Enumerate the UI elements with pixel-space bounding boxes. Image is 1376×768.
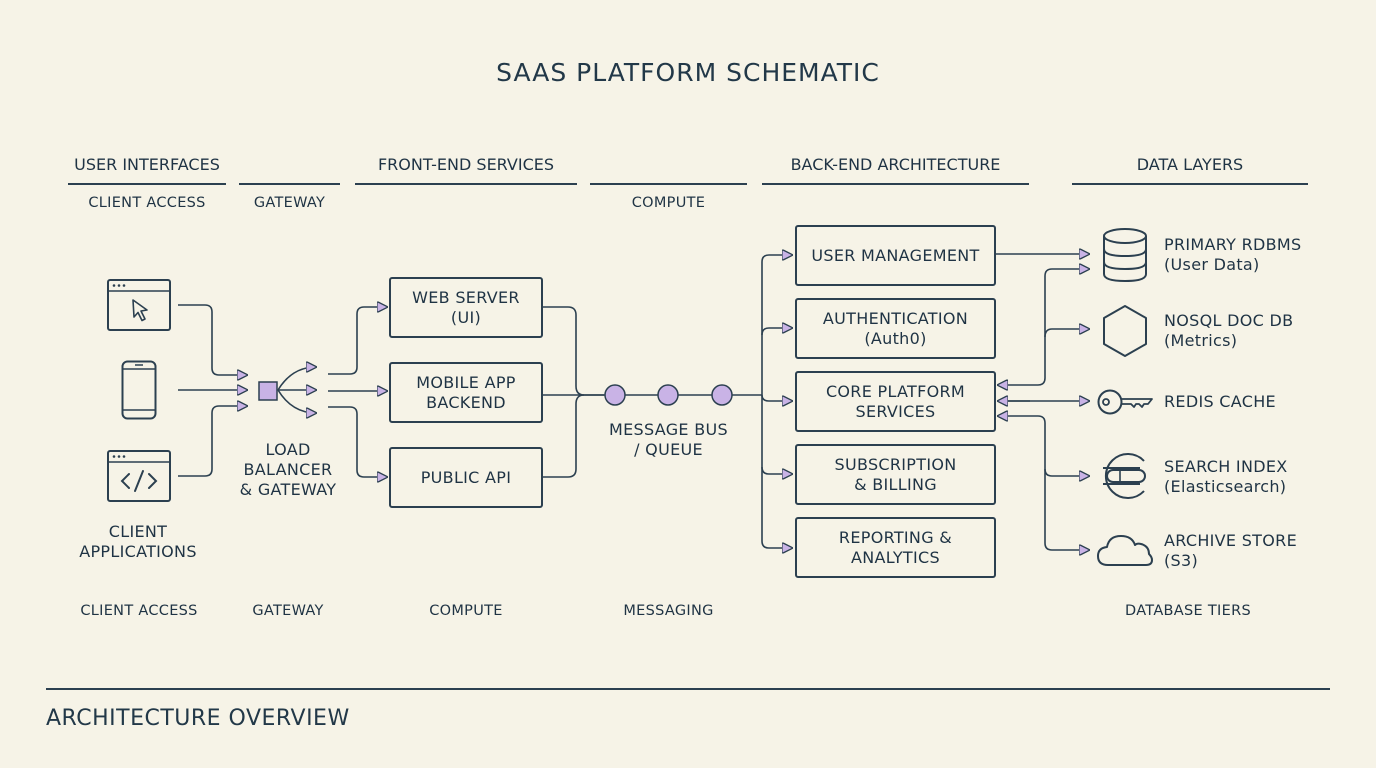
bus-node-3	[711, 384, 733, 406]
user-management-title: USER MANAGEMENT	[811, 245, 980, 265]
nosql-title: NOSQL DOC DB	[1164, 311, 1294, 330]
header-rule	[762, 183, 1029, 185]
subheader-client-access: CLIENT ACCESS	[88, 195, 206, 211]
redis-cache-label: REDIS CACHE	[1164, 392, 1276, 411]
load-balancer-node	[258, 381, 278, 401]
subscription-subtitle: & BILLING	[854, 474, 937, 494]
reporting-subtitle: ANALYTICS	[851, 547, 940, 567]
connector-lb-web	[328, 307, 387, 375]
core-subtitle: SERVICES	[855, 401, 936, 421]
header-rule	[1072, 183, 1308, 185]
message-bus-label: MESSAGE BUS / QUEUE	[596, 420, 741, 460]
reporting-analytics-box[interactable]: REPORTING &ANALYTICS	[795, 517, 996, 578]
lb-label-line1: LOAD	[265, 440, 311, 459]
load-balancer-label: LOAD BALANCER & GATEWAY	[232, 440, 344, 500]
public-api-title: PUBLIC API	[420, 467, 512, 487]
connector-core-rdbms-back	[998, 377, 1046, 385]
bottom-label-messaging: MESSAGING	[623, 603, 714, 619]
code-window-icon	[107, 450, 171, 502]
connector-bus-auth	[761, 328, 792, 336]
search-subtitle: (Elasticsearch)	[1164, 477, 1287, 496]
subscription-title: SUBSCRIPTION	[834, 454, 957, 474]
connector-core-search	[1044, 423, 1089, 476]
connector-lb-fan-bot	[277, 389, 316, 413]
archive-subtitle: (S3)	[1164, 551, 1199, 570]
connector-core-rdbms	[1044, 269, 1089, 378]
header-rule	[68, 183, 226, 185]
browser-window-icon	[107, 279, 171, 331]
connector-bus-sub	[761, 395, 792, 474]
connector-browser-lb	[178, 304, 247, 375]
authentication-box[interactable]: AUTHENTICATION(Auth0)	[795, 298, 996, 359]
header-rule	[590, 183, 747, 185]
bottom-label-database-tiers: DATABASE TIERS	[1125, 603, 1251, 619]
connector-core-lower-back	[998, 416, 1046, 424]
subscription-billing-box[interactable]: SUBSCRIPTION& BILLING	[795, 444, 996, 505]
web-server-box[interactable]: WEB SERVER(UI)	[389, 277, 543, 338]
header-data-layers: DATA LAYERS	[1136, 155, 1244, 174]
connector-lb-api	[328, 406, 387, 477]
subheader-compute: COMPUTE	[631, 195, 706, 211]
client-applications-label: CLIENT APPLICATIONS	[60, 522, 216, 562]
header-user-interfaces: USER INTERFACES	[74, 155, 220, 174]
connector-bus-rep	[761, 467, 792, 548]
bottom-label-gateway: GATEWAY	[252, 603, 324, 619]
core-title: CORE PLATFORM	[825, 381, 966, 401]
user-management-box[interactable]: USER MANAGEMENT	[795, 225, 996, 286]
connector-bus-core	[761, 394, 792, 401]
lb-label-line3: & GATEWAY	[239, 480, 337, 499]
database-cylinder-icon	[1103, 228, 1147, 283]
web-server-title: WEB SERVER	[412, 287, 520, 307]
auth-title: AUTHENTICATION	[822, 308, 969, 328]
client-label-line2: APPLICATIONS	[79, 542, 197, 561]
mobile-app-subtitle: BACKEND	[426, 392, 506, 412]
rdbms-title: PRIMARY RDBMS	[1164, 235, 1302, 254]
rdbms-subtitle: (User Data)	[1164, 255, 1260, 274]
connector-lb-fan-top	[277, 367, 316, 391]
message-bus-line1: MESSAGE BUS	[609, 420, 728, 439]
bus-node-2	[657, 384, 679, 406]
connector-bus-usermgmt	[761, 255, 792, 395]
header-back-end: BACK-END ARCHITECTURE	[790, 155, 1001, 174]
connector-core-archive	[1044, 469, 1089, 550]
archive-store-label: ARCHIVE STORE (S3)	[1164, 531, 1297, 571]
connector-api-bus	[543, 394, 585, 478]
bottom-label-client-access: CLIENT ACCESS	[80, 603, 198, 619]
archive-title: ARCHIVE STORE	[1164, 531, 1297, 550]
header-front-end: FRONT-END SERVICES	[377, 155, 555, 174]
client-label-line1: CLIENT	[108, 522, 168, 541]
search-index-icon	[1103, 453, 1146, 499]
subheader-gateway: GATEWAY	[253, 195, 326, 211]
diagram-title: SAAS PLATFORM SCHEMATIC	[496, 58, 880, 87]
nosql-subtitle: (Metrics)	[1164, 331, 1238, 350]
mobile-app-title: MOBILE APP	[416, 372, 516, 392]
search-index-label: SEARCH INDEX (Elasticsearch)	[1164, 457, 1288, 497]
header-rule	[355, 183, 577, 185]
search-title: SEARCH INDEX	[1164, 457, 1288, 476]
public-api-box[interactable]: PUBLIC API	[389, 447, 543, 508]
reporting-title: REPORTING &	[838, 527, 953, 547]
web-server-subtitle: (UI)	[450, 307, 482, 327]
key-icon	[1097, 389, 1153, 415]
connector-web-bus	[543, 306, 604, 396]
primary-rdbms-label: PRIMARY RDBMS (User Data)	[1164, 235, 1301, 275]
header-rule	[239, 183, 340, 185]
message-bus-line2: / QUEUE	[634, 440, 703, 459]
hexagon-icon	[1103, 305, 1147, 357]
cloud-icon	[1097, 535, 1153, 566]
connector-code-lb	[178, 406, 247, 477]
lb-label-line2: BALANCER	[243, 460, 333, 479]
auth-subtitle: (Auth0)	[864, 328, 927, 348]
nosql-doc-db-label: NOSQL DOC DB (Metrics)	[1164, 311, 1293, 351]
bus-node-1	[604, 384, 626, 406]
bottom-label-compute: COMPUTE	[429, 603, 503, 619]
footer-title: ARCHITECTURE OVERVIEW	[46, 706, 350, 731]
footer-rule	[46, 688, 1330, 690]
connector-core-nosql	[1044, 329, 1089, 338]
mobile-phone-icon	[121, 360, 157, 420]
